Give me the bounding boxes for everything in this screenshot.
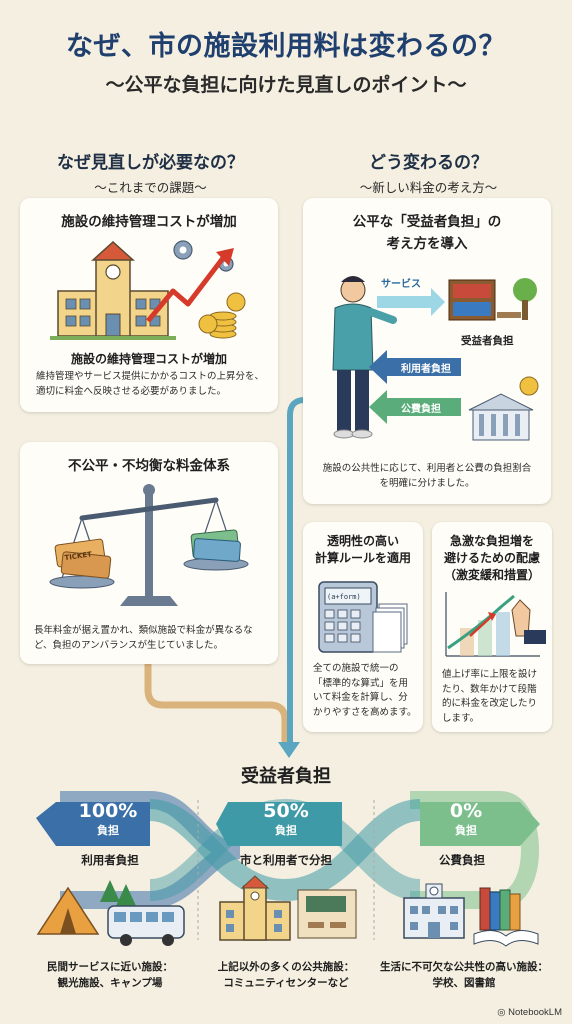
- unfair-card-body: 長年料金が据え置かれ、類似施設で料金が異なるなど、負担のアンバランスが生じていま…: [34, 625, 253, 651]
- tent-icon: [36, 886, 100, 935]
- mitigation-card: 急激な負担増を 避けるための配慮 （激変緩和措置） 値上げ率に上限を設けたり、数…: [432, 522, 552, 732]
- bus-icon: [107, 905, 185, 946]
- footer-brand: ◎ NotebookLM: [497, 1007, 562, 1018]
- level-0-badge: 0% 負担: [428, 800, 504, 838]
- level-0-desc-line2: 学校、図書館: [432, 976, 496, 989]
- right-subheading: 〜新しい料金の考え方〜: [359, 180, 498, 195]
- notebooklm-logo-icon: ◎: [497, 1007, 506, 1018]
- tourism-illustration: [36, 880, 185, 946]
- right-heading: どう変わるの？: [369, 153, 488, 173]
- bottom-section-title: 受益者負担: [241, 766, 331, 787]
- mitigation-title-line1: 急激な負担増を: [449, 534, 534, 548]
- level-50-label: 負担: [275, 824, 297, 837]
- library-illustration: [403, 883, 539, 947]
- level-0-percent: 0%: [449, 800, 483, 822]
- mitigation-title-line2: 避けるための配慮: [443, 551, 540, 565]
- beneficiary-title-line2: 考え方を導入: [386, 236, 468, 252]
- right-column-heading: どう変わるの？ 〜新しい料金の考え方〜: [296, 148, 561, 196]
- ticket-icon: TICKET: [54, 538, 112, 579]
- level-100-category: 利用者負担: [81, 853, 139, 867]
- calc-title-line1: 透明性の高い: [326, 534, 399, 548]
- cost-card-body: 維持管理やサービス提供にかかるコストの上昇分を、適切に料金へ反映させる必要があり…: [36, 371, 265, 397]
- books-icon: [473, 887, 539, 947]
- left-heading: なぜ見直しが必要なの？: [57, 153, 244, 173]
- page-subtitle: 〜公平な負担に向けた見直しのポイント〜: [105, 74, 467, 96]
- public-burden-label: 公費負担: [401, 402, 441, 415]
- left-column-heading: なぜ見直しが必要なの？ 〜これまでの課題〜: [18, 148, 283, 196]
- level-50-badge: 50% 負担: [244, 800, 328, 838]
- tree-icon: [100, 880, 136, 906]
- level-100-badge: 100% 負担: [70, 800, 146, 838]
- level-0-category: 公費負担: [439, 853, 485, 867]
- unfair-fees-card: 不公平・不均衡な料金体系 TICKET 長年料金が据え置かれ、類似施設で料金が異…: [20, 442, 278, 664]
- beneficiary-label: 受益者負担: [461, 334, 514, 347]
- unfair-card-title: 不公平・不均衡な料金体系: [68, 458, 230, 474]
- documents-icon: [372, 603, 408, 653]
- calculator-icon: (a+form): [318, 581, 378, 653]
- classroom-icon: [297, 889, 357, 939]
- calculation-rule-card: 透明性の高い 計算ルールを適用 (a+form) 全ての施設で統一の「標準的な算…: [303, 522, 423, 732]
- level-50-percent: 50%: [263, 800, 309, 822]
- building-icon: [50, 240, 176, 340]
- beneficiary-title-line1: 公平な「受益者負担」の: [352, 214, 502, 230]
- ticket-text: TICKET: [64, 550, 93, 562]
- cost-illustration: [50, 240, 246, 340]
- service-label: サービス: [381, 277, 421, 290]
- bookshelf-icon: [448, 279, 496, 321]
- mitigation-card-body: 値上げ率に上限を設けたり、数年かけて段階的に料金を改定したりします。: [442, 669, 538, 725]
- rising-arrow-icon: [146, 248, 234, 323]
- level-0-label: 負担: [455, 824, 477, 837]
- school-icon: [219, 875, 291, 941]
- cost-increase-card: 施設の維持管理コストが増加: [20, 198, 278, 412]
- level-100-desc-line1: 民間サービスに近い施設：: [47, 961, 173, 973]
- beneficiary-pays-card: 公平な「受益者負担」の 考え方を導入 サービス 受益者負担 利用者負担 公費: [303, 198, 551, 504]
- beneficiary-card-body: 施設の公共性に応じて、利用者と公費の負担割合を明確に分けました。: [322, 463, 532, 489]
- mitigation-illustration: [445, 592, 546, 657]
- government-building-icon: [468, 376, 539, 441]
- level-100-desc-line2: 観光施設、キャンプ場: [57, 976, 163, 989]
- person-icon: [332, 276, 397, 439]
- mitigation-title-line3: （激変緩和措置）: [443, 568, 540, 582]
- community-center-illustration: [219, 875, 357, 941]
- level-0-description: 生活に不可欠な公共性の高い施設： 学校、図書館: [376, 960, 552, 992]
- tree-icon: [513, 278, 537, 320]
- hand-stop-icon: [511, 599, 546, 644]
- footer-brand-text: NotebookLM: [508, 1007, 562, 1018]
- page-title: なぜ、市の施設利用料は変わるの？: [66, 31, 506, 62]
- left-subheading: 〜これまでの課題〜: [94, 180, 207, 195]
- user-burden-label: 利用者負担: [401, 362, 451, 375]
- level-0-desc-line1: 生活に不可欠な公共性の高い施設：: [380, 961, 548, 973]
- calc-card-body: 全ての施設で統一の「標準的な算式」を用いて料金を計算し、分かりやすさを高めます。: [313, 663, 417, 719]
- government-building-icon: [403, 883, 465, 939]
- level-50-category: 市と利用者で分担: [240, 853, 332, 867]
- calc-title-line2: 計算ルールを適用: [314, 551, 411, 565]
- level-50-desc-line2: コミュニティセンターなど: [223, 976, 349, 989]
- level-100-description: 民間サービスに近い施設： 観光施設、キャンプ場: [26, 960, 194, 992]
- level-100-percent: 100%: [78, 800, 138, 822]
- cost-card-title: 施設の維持管理コストが増加: [61, 214, 237, 230]
- level-100-label: 負担: [97, 824, 119, 837]
- level-50-desc-line1: 上記以外の多くの公共施設：: [217, 961, 355, 973]
- cost-card-caption: 施設の維持管理コストが増加: [70, 352, 227, 366]
- coins-icon: [198, 292, 246, 339]
- beneficiary-illustration: サービス 受益者負担 利用者負担 公費負担: [332, 276, 539, 441]
- level-50-description: 上記以外の多くの公共施設： コミュニティセンターなど: [200, 960, 372, 992]
- calculator-illustration: (a+form): [318, 581, 408, 653]
- balance-scale-icon: TICKET: [49, 484, 249, 606]
- formula-text: (a+form): [327, 593, 361, 601]
